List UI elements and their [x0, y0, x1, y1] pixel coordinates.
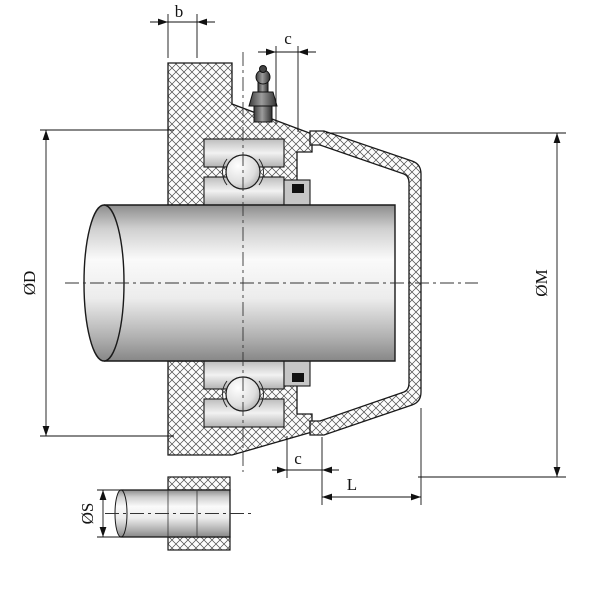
- flange-section-top: [167, 476, 231, 491]
- arrowhead: [42, 130, 50, 140]
- arrowhead: [322, 466, 332, 474]
- race-arc: [221, 158, 228, 186]
- dimension-c-top: c: [258, 29, 316, 132]
- race-arc: [258, 380, 265, 408]
- dimension-s: ØS: [78, 489, 124, 538]
- arrowhead: [266, 48, 276, 56]
- nipple-hex: [248, 91, 278, 107]
- dimension-l-label: L: [347, 475, 357, 494]
- flange-section-bottom: [167, 536, 231, 551]
- dimension-b-label: b: [175, 2, 184, 21]
- arrowhead: [197, 18, 207, 26]
- arrowhead: [411, 493, 421, 501]
- dimension-s-label: ØS: [78, 503, 97, 525]
- dimension-m: ØM: [326, 132, 566, 478]
- arrowhead: [42, 426, 50, 436]
- dimension-c-bottom-label: c: [294, 449, 302, 468]
- centerlines: [65, 52, 478, 514]
- dimension-b: b: [150, 2, 215, 58]
- arrowhead: [298, 48, 308, 56]
- nipple-shank: [253, 105, 273, 123]
- end-cover: [309, 130, 422, 436]
- arrowhead: [553, 467, 561, 477]
- dimension-d: ØD: [20, 129, 174, 437]
- seal: [292, 184, 304, 193]
- seal: [292, 373, 304, 382]
- dimension-l: L: [322, 408, 422, 505]
- arrowhead: [553, 133, 561, 143]
- race-arc: [258, 158, 265, 186]
- bearing-lower: [203, 360, 311, 428]
- arrowhead: [99, 527, 107, 537]
- race-arc: [221, 380, 228, 408]
- arrowhead: [158, 18, 168, 26]
- dimension-c-bottom: c: [272, 436, 339, 505]
- dimension-m-label: ØM: [532, 269, 551, 296]
- dimension-c-top-label: c: [284, 29, 292, 48]
- arrowhead: [277, 466, 287, 474]
- arrowhead: [322, 493, 332, 501]
- grease-nipple: [248, 65, 278, 123]
- arrowhead: [99, 490, 107, 500]
- nipple-tip: [259, 65, 267, 73]
- dimension-d-label: ØD: [20, 271, 39, 296]
